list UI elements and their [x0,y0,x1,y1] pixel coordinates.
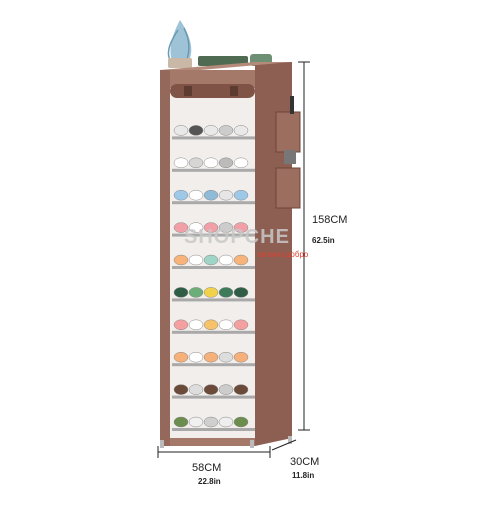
shoe [218,416,234,428]
shoe [173,384,189,395]
watermark-brand: SHOPCHE [184,226,290,248]
shoe [218,384,234,395]
rolled-flap [170,84,255,98]
shoe [218,254,234,266]
shoe [173,416,189,428]
shoe [173,125,189,136]
shelf-bar [172,233,255,237]
shoe [173,189,189,201]
shoe [188,384,204,395]
shoe [203,222,219,233]
shoe [188,157,204,169]
plant-decoration [167,20,192,68]
width-cm-label: 58CM [192,462,222,474]
shelf-bar [172,168,255,172]
side-panel [255,62,292,446]
shoe [233,254,249,266]
shoe [233,222,249,233]
shoe [188,287,204,298]
shoe [188,125,204,136]
width-in-label: 22.8in [198,477,221,486]
shoe [203,157,219,169]
shoe [203,319,219,331]
shoe [173,254,189,266]
shoe [203,189,219,201]
shoe [173,287,189,298]
shoe [203,254,219,266]
shoe [203,384,219,395]
shelf-bar [172,363,255,367]
shoe [233,287,249,298]
shoe [203,125,219,136]
side-pockets [275,96,301,209]
shoe [188,189,204,201]
shelf-bar [172,330,255,334]
shoe [218,189,234,201]
shelf-bar [172,395,255,399]
shoe [188,351,204,363]
shoe [203,416,219,428]
watermark-tagline: евтино добро [258,250,309,259]
shoe [188,222,204,233]
shoe [218,319,234,331]
shoe [233,125,249,136]
depth-cm-label: 30CM [290,456,320,468]
shelf-bar [172,201,255,205]
shelf-bar [172,428,255,431]
height-in-label: 62.5in [312,236,335,245]
shelf-bar [172,298,255,302]
depth-in-label: 11.8in [292,471,315,480]
height-cm-label: 158CM [312,214,348,226]
dimension-lines [157,61,310,458]
shelf-bar [172,266,255,269]
top-panel [160,62,292,70]
shoe [233,157,249,169]
shelves [172,125,255,431]
shoe [233,189,249,201]
shoe [218,287,234,298]
shoe [188,319,204,331]
shoe [233,351,249,363]
shoe [173,222,189,233]
shoe [188,254,204,266]
shoe [233,416,249,428]
shoe [173,157,189,169]
shelf-bar [172,136,255,140]
shoe [203,351,219,363]
shoe [173,351,189,363]
shoe [218,157,234,169]
shoe [218,125,234,136]
shoe [233,384,249,395]
shoe [173,319,189,331]
shoe [218,351,234,363]
shoe [218,222,234,233]
shoe [203,287,219,298]
shoe [233,319,249,331]
shoe [188,416,204,428]
